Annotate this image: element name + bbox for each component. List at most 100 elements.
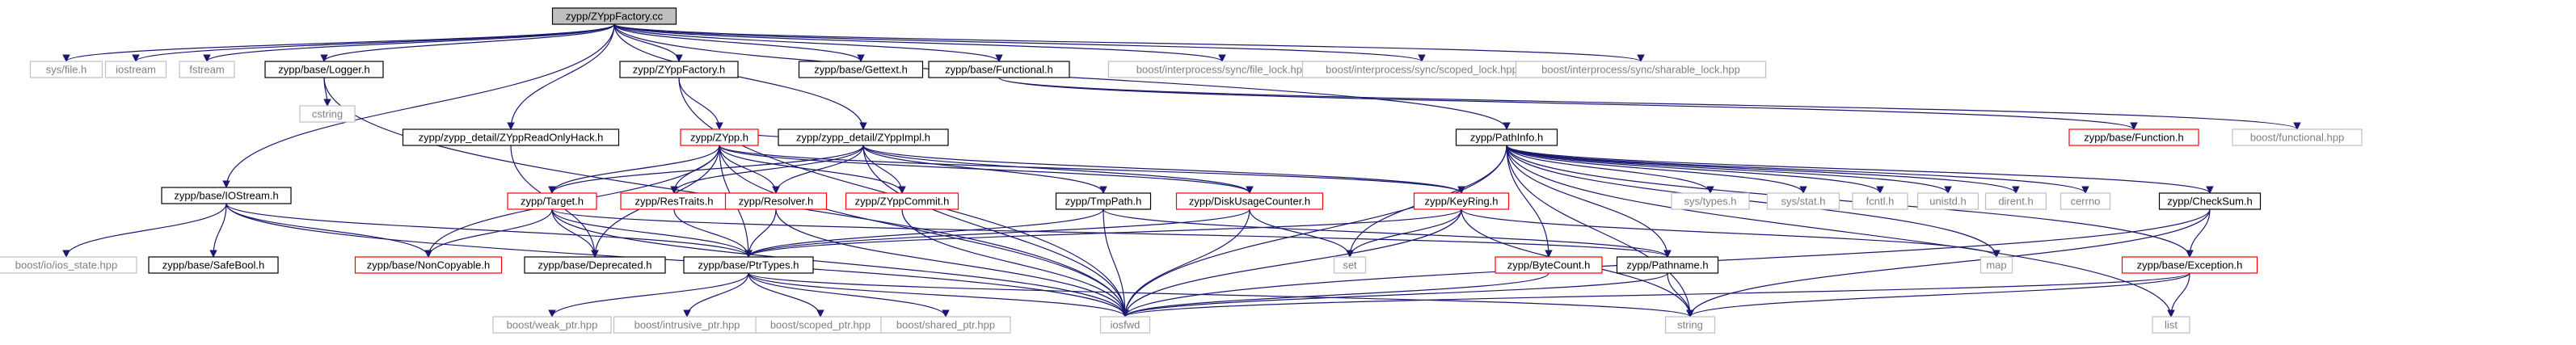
node-tmppath[interactable]: zypp/TmpPath.h bbox=[1055, 192, 1152, 210]
edge-root-to-file-lock bbox=[613, 23, 1226, 62]
edge-pathinfo-to-checksum bbox=[1506, 145, 2214, 194]
node-label: zypp/zypp_detail/ZYppImpl.h bbox=[796, 132, 930, 144]
node-exception[interactable]: zypp/base/Exception.h bbox=[2121, 256, 2258, 274]
node-zyppcommit[interactable]: zypp/ZYppCommit.h bbox=[845, 192, 959, 210]
edge-ptrtypes-to-scoped-ptr bbox=[748, 272, 824, 318]
node-zyppimpl[interactable]: zypp/zypp_detail/ZYppImpl.h bbox=[778, 128, 949, 146]
edge-root-to-sharable-lock bbox=[613, 23, 1645, 62]
node-box bbox=[0, 256, 137, 274]
node-box bbox=[1455, 128, 1558, 146]
edge-root-to-sys-file bbox=[62, 23, 615, 62]
node-function-h[interactable]: zypp/base/Function.h bbox=[2068, 128, 2199, 146]
node-box bbox=[2060, 192, 2111, 210]
edge-zypp-h-to-iosfwd bbox=[719, 145, 1129, 318]
node-box bbox=[1616, 256, 1719, 274]
edge-zypp-h-to-target bbox=[548, 145, 720, 194]
node-label: zypp/base/IOStream.h bbox=[174, 190, 278, 202]
node-label: zypp/CheckSum.h bbox=[2167, 196, 2253, 208]
edge-tmppath-to-iosfwd bbox=[1102, 208, 1129, 318]
node-box bbox=[798, 61, 924, 78]
node-resolver[interactable]: zypp/Resolver.h bbox=[724, 192, 828, 210]
edge-pathinfo-to-iosfwd bbox=[1121, 145, 1507, 318]
edge-zyppimpl-to-diskusage bbox=[862, 145, 1254, 194]
node-bytecount[interactable]: zypp/ByteCount.h bbox=[1495, 256, 1603, 274]
edge-zyppimpl-to-iosfwd bbox=[862, 145, 1129, 318]
node-ptrtypes[interactable]: zypp/base/PtrTypes.h bbox=[683, 256, 814, 274]
node-restraits[interactable]: zypp/ResTraits.h bbox=[620, 192, 728, 210]
node-safebool[interactable]: zypp/base/SafeBool.h bbox=[148, 256, 279, 274]
edge-pathinfo-to-cerrno bbox=[1506, 145, 2089, 194]
node-cstring: cstring bbox=[299, 105, 356, 123]
node-box bbox=[2232, 128, 2363, 146]
node-label: dirent.h bbox=[1998, 196, 2033, 208]
node-shared-ptr: boost/shared_ptr.hpp bbox=[880, 316, 1011, 334]
node-logger[interactable]: zypp/base/Logger.h bbox=[264, 61, 384, 78]
node-label: boost/interprocess/sync/file_lock.hpp bbox=[1136, 64, 1308, 76]
node-iosfwd: iosfwd bbox=[1099, 316, 1151, 334]
node-string: string bbox=[1664, 316, 1716, 334]
node-diskusage[interactable]: zypp/DiskUsageCounter.h bbox=[1175, 192, 1324, 210]
node-iostream: iostream bbox=[104, 61, 167, 78]
node-root[interactable]: zypp/ZYppFactory.cc bbox=[551, 7, 677, 25]
node-zypp-h[interactable]: zypp/ZYpp.h bbox=[680, 128, 759, 146]
edge-keyring-to-ptrtypes bbox=[744, 208, 1462, 258]
edge-zypp-h-to-resolver bbox=[719, 145, 780, 194]
node-box bbox=[880, 316, 1011, 334]
node-box bbox=[680, 128, 759, 146]
edge-pathinfo-to-string bbox=[1506, 145, 1694, 318]
node-label: zypp/Target.h bbox=[521, 196, 584, 208]
node-box bbox=[778, 128, 949, 146]
node-box bbox=[1979, 256, 2013, 274]
node-zyppfactory-h[interactable]: zypp/ZYppFactory.h bbox=[619, 61, 739, 78]
node-keyring[interactable]: zypp/KeyRing.h bbox=[1413, 192, 1510, 210]
node-pathinfo[interactable]: zypp/PathInfo.h bbox=[1455, 128, 1558, 146]
edge-keyring-to-set bbox=[1346, 208, 1462, 258]
edge-restraits-to-ptrtypes bbox=[673, 208, 753, 258]
node-label: zypp/KeyRing.h bbox=[1424, 196, 1498, 208]
edge-root-to-logger bbox=[320, 23, 615, 62]
node-box bbox=[299, 105, 356, 123]
node-label: zypp/ResTraits.h bbox=[635, 196, 713, 208]
node-label: cerrno bbox=[2071, 196, 2101, 208]
node-set: set bbox=[1333, 256, 1367, 274]
node-box bbox=[507, 192, 597, 210]
edge-checksum-to-string bbox=[1686, 208, 2211, 318]
node-box bbox=[1175, 192, 1324, 210]
node-dirent: dirent.h bbox=[1984, 192, 2047, 210]
node-box bbox=[1333, 256, 1367, 274]
node-box bbox=[928, 61, 1070, 78]
node-readonlyhack[interactable]: zypp/zypp_detail/ZYppReadOnlyHack.h bbox=[402, 128, 620, 146]
edge-diskusage-to-iosfwd bbox=[1121, 208, 1250, 318]
node-box bbox=[1413, 192, 1510, 210]
edge-checksum-to-exception bbox=[2186, 208, 2211, 258]
node-label: iostream bbox=[116, 64, 156, 76]
node-box bbox=[104, 61, 167, 78]
node-label: zypp/DiskUsageCounter.h bbox=[1189, 196, 1310, 208]
node-checksum[interactable]: zypp/CheckSum.h bbox=[2158, 192, 2262, 210]
node-box bbox=[2121, 256, 2258, 274]
node-pathname[interactable]: zypp/Pathname.h bbox=[1616, 256, 1719, 274]
node-box bbox=[264, 61, 384, 78]
node-gettext[interactable]: zypp/base/Gettext.h bbox=[798, 61, 924, 78]
node-label: set bbox=[1343, 259, 1357, 271]
node-scoped-ptr: boost/scoped_ptr.hpp bbox=[755, 316, 886, 334]
node-noncopyable[interactable]: zypp/base/NonCopyable.h bbox=[354, 256, 503, 274]
node-functional[interactable]: zypp/base/Functional.h bbox=[928, 61, 1070, 78]
node-box bbox=[1099, 316, 1151, 334]
node-label: boost/intrusive_ptr.hpp bbox=[635, 319, 740, 331]
node-box bbox=[2152, 316, 2190, 334]
node-label: boost/io/ios_state.hpp bbox=[15, 259, 117, 271]
node-sys-file: sys/file.h bbox=[29, 61, 103, 78]
node-target[interactable]: zypp/Target.h bbox=[507, 192, 597, 210]
node-label: boost/interprocess/sync/scoped_lock.hpp bbox=[1326, 64, 1518, 76]
node-deprecated[interactable]: zypp/base/Deprecated.h bbox=[524, 256, 666, 274]
node-label: sys/file.h bbox=[46, 64, 87, 76]
node-label: boost/scoped_ptr.hpp bbox=[770, 319, 871, 331]
node-label: zypp/base/Logger.h bbox=[278, 64, 369, 76]
node-box bbox=[845, 192, 959, 210]
edge-keyring-to-iosfwd bbox=[1121, 208, 1462, 318]
edge-functional-to-function-h bbox=[998, 77, 2138, 130]
node-box bbox=[1055, 192, 1152, 210]
node-iostream-h[interactable]: zypp/base/IOStream.h bbox=[161, 187, 292, 204]
node-label: zypp/ZYpp.h bbox=[690, 132, 748, 144]
